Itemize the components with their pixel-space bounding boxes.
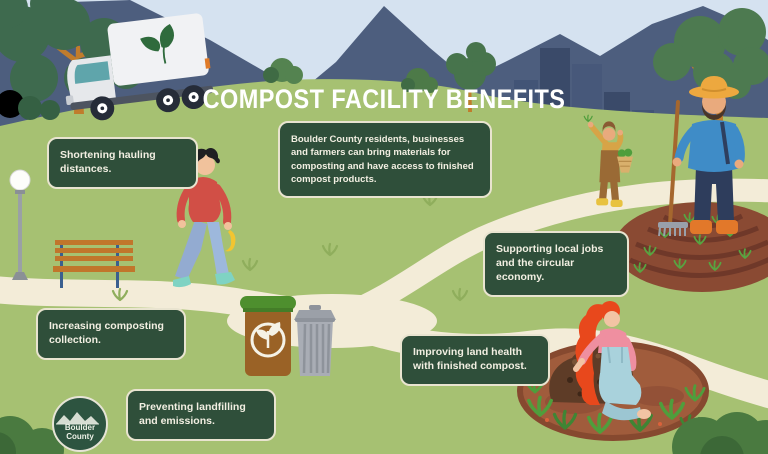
- benefit-box-shortening-hauling: Shortening hauling distances.: [47, 137, 198, 189]
- boulder-county-logo: Boulder County: [52, 396, 108, 452]
- sprout-icon: [250, 322, 286, 358]
- farmer-with-basket: [583, 114, 633, 207]
- benefit-box-local-jobs: Supporting local jobs and the circular e…: [483, 231, 629, 297]
- rake-head: [658, 222, 688, 237]
- page-title: COMPOST FACILITY BENEFITS: [202, 84, 566, 114]
- benefit-text: Boulder County residents, businesses and…: [291, 134, 474, 185]
- corner-bush-left: [0, 416, 64, 454]
- right-tree: [653, 8, 768, 160]
- leaf-icon: [140, 24, 175, 64]
- walking-person: [173, 147, 236, 288]
- benefit-text: Preventing landfilling and emissions.: [139, 401, 246, 427]
- truck-wheels: [90, 85, 206, 121]
- benefit-box-land-health: Improving land health with finished comp…: [400, 334, 550, 386]
- park-bench: [53, 240, 135, 288]
- small-tree: [446, 42, 496, 112]
- logo-line1: Boulder: [64, 423, 96, 432]
- farmer-raking: [658, 76, 745, 237]
- benefit-text: Improving land health with finished comp…: [413, 346, 527, 372]
- benefit-text: Supporting local jobs and the circular e…: [496, 243, 604, 283]
- benefit-text: Increasing composting collection.: [49, 320, 164, 346]
- compost-truck: [65, 13, 214, 121]
- bush: [263, 58, 438, 93]
- benefit-text: Shortening hauling distances.: [60, 149, 156, 175]
- banana-peel: [225, 230, 236, 252]
- benefit-box-composting-collection: Increasing composting collection.: [36, 308, 186, 360]
- benefit-box-resident-access: Boulder County residents, businesses and…: [278, 121, 492, 199]
- street-lamp: [9, 169, 31, 280]
- trash-can: [294, 305, 336, 376]
- mountain-icon: [56, 412, 99, 425]
- straw-hat: [689, 76, 739, 99]
- kneeling-gardener: [573, 301, 651, 421]
- logo-line2: County: [66, 432, 94, 442]
- harvest-basket: [617, 148, 633, 173]
- benefit-box-preventing-landfilling: Preventing landfilling and emissions.: [126, 389, 276, 441]
- corner-bush-right: [672, 412, 768, 454]
- compost-bin: [240, 296, 296, 376]
